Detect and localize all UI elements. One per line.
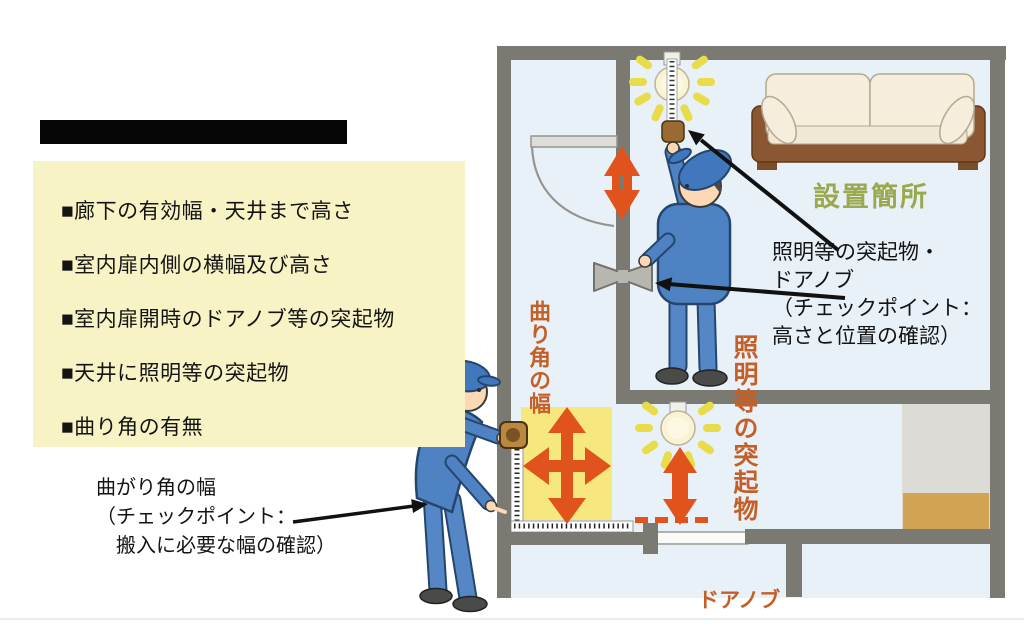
checklist-item: ■室内扉内側の横幅及び高さ — [61, 254, 333, 277]
checklist-item: ■室内扉開時のドアノブ等の突起物 — [61, 308, 395, 331]
door-swing-arc — [530, 146, 615, 228]
door-swing-dashes — [635, 517, 708, 523]
wall-top — [497, 46, 1006, 60]
frame-edge-line — [0, 618, 1024, 620]
corner-width-note: 曲がり角の幅 （チェックポイント： 搬入に必要な幅の確認） — [96, 477, 336, 557]
corner-cross-arrow — [523, 407, 611, 524]
corner-width-vertical-label: 曲り角の幅 — [526, 300, 551, 415]
wall-bottom-left — [505, 532, 645, 545]
hallway-light-icon — [635, 401, 721, 469]
redacted-title-bar — [40, 120, 347, 144]
protrusion-note: 照明等の突起物・ ドアノブ （チェックポイント： 高さと位置の確認） — [772, 241, 982, 348]
checklist-item: ■曲り角の有無 — [61, 416, 204, 439]
doorknob-label: ドアノブ — [698, 589, 781, 612]
wall-bottom-right — [745, 529, 991, 544]
checklist-item: ■廊下の有効幅・天井まで高さ — [61, 200, 354, 223]
door-jamb — [643, 523, 658, 554]
sofa — [751, 73, 986, 170]
entrance-door-leaf — [655, 531, 749, 545]
wall-stub — [786, 544, 802, 597]
interior-door-leaf — [530, 135, 618, 148]
wall-middle — [616, 50, 630, 404]
annotation-arrows — [292, 130, 846, 524]
worker-measuring-ceiling — [638, 141, 732, 387]
ceiling-protrusion-vertical-label: 照明等の突起物 — [730, 334, 758, 523]
wall-right — [990, 46, 1005, 598]
wall-room-bottom — [616, 390, 990, 404]
wall-left — [497, 46, 511, 598]
checklist-panel: ■廊下の有効幅・天井まで高さ ■室内扉内側の横幅及び高さ ■室内扉開時のドアノブ… — [33, 161, 465, 447]
doorknob-icon — [593, 262, 653, 292]
shoe-cabinet-box — [903, 493, 989, 530]
checklist-item: ■天井に照明等の突起物 — [61, 362, 290, 385]
height-arrow-lamp — [663, 447, 697, 525]
tape-measure-body — [661, 120, 685, 143]
installation-location-label: 設置簡所 — [813, 182, 929, 212]
walls — [497, 46, 1006, 598]
height-arrow-upper — [604, 146, 640, 220]
